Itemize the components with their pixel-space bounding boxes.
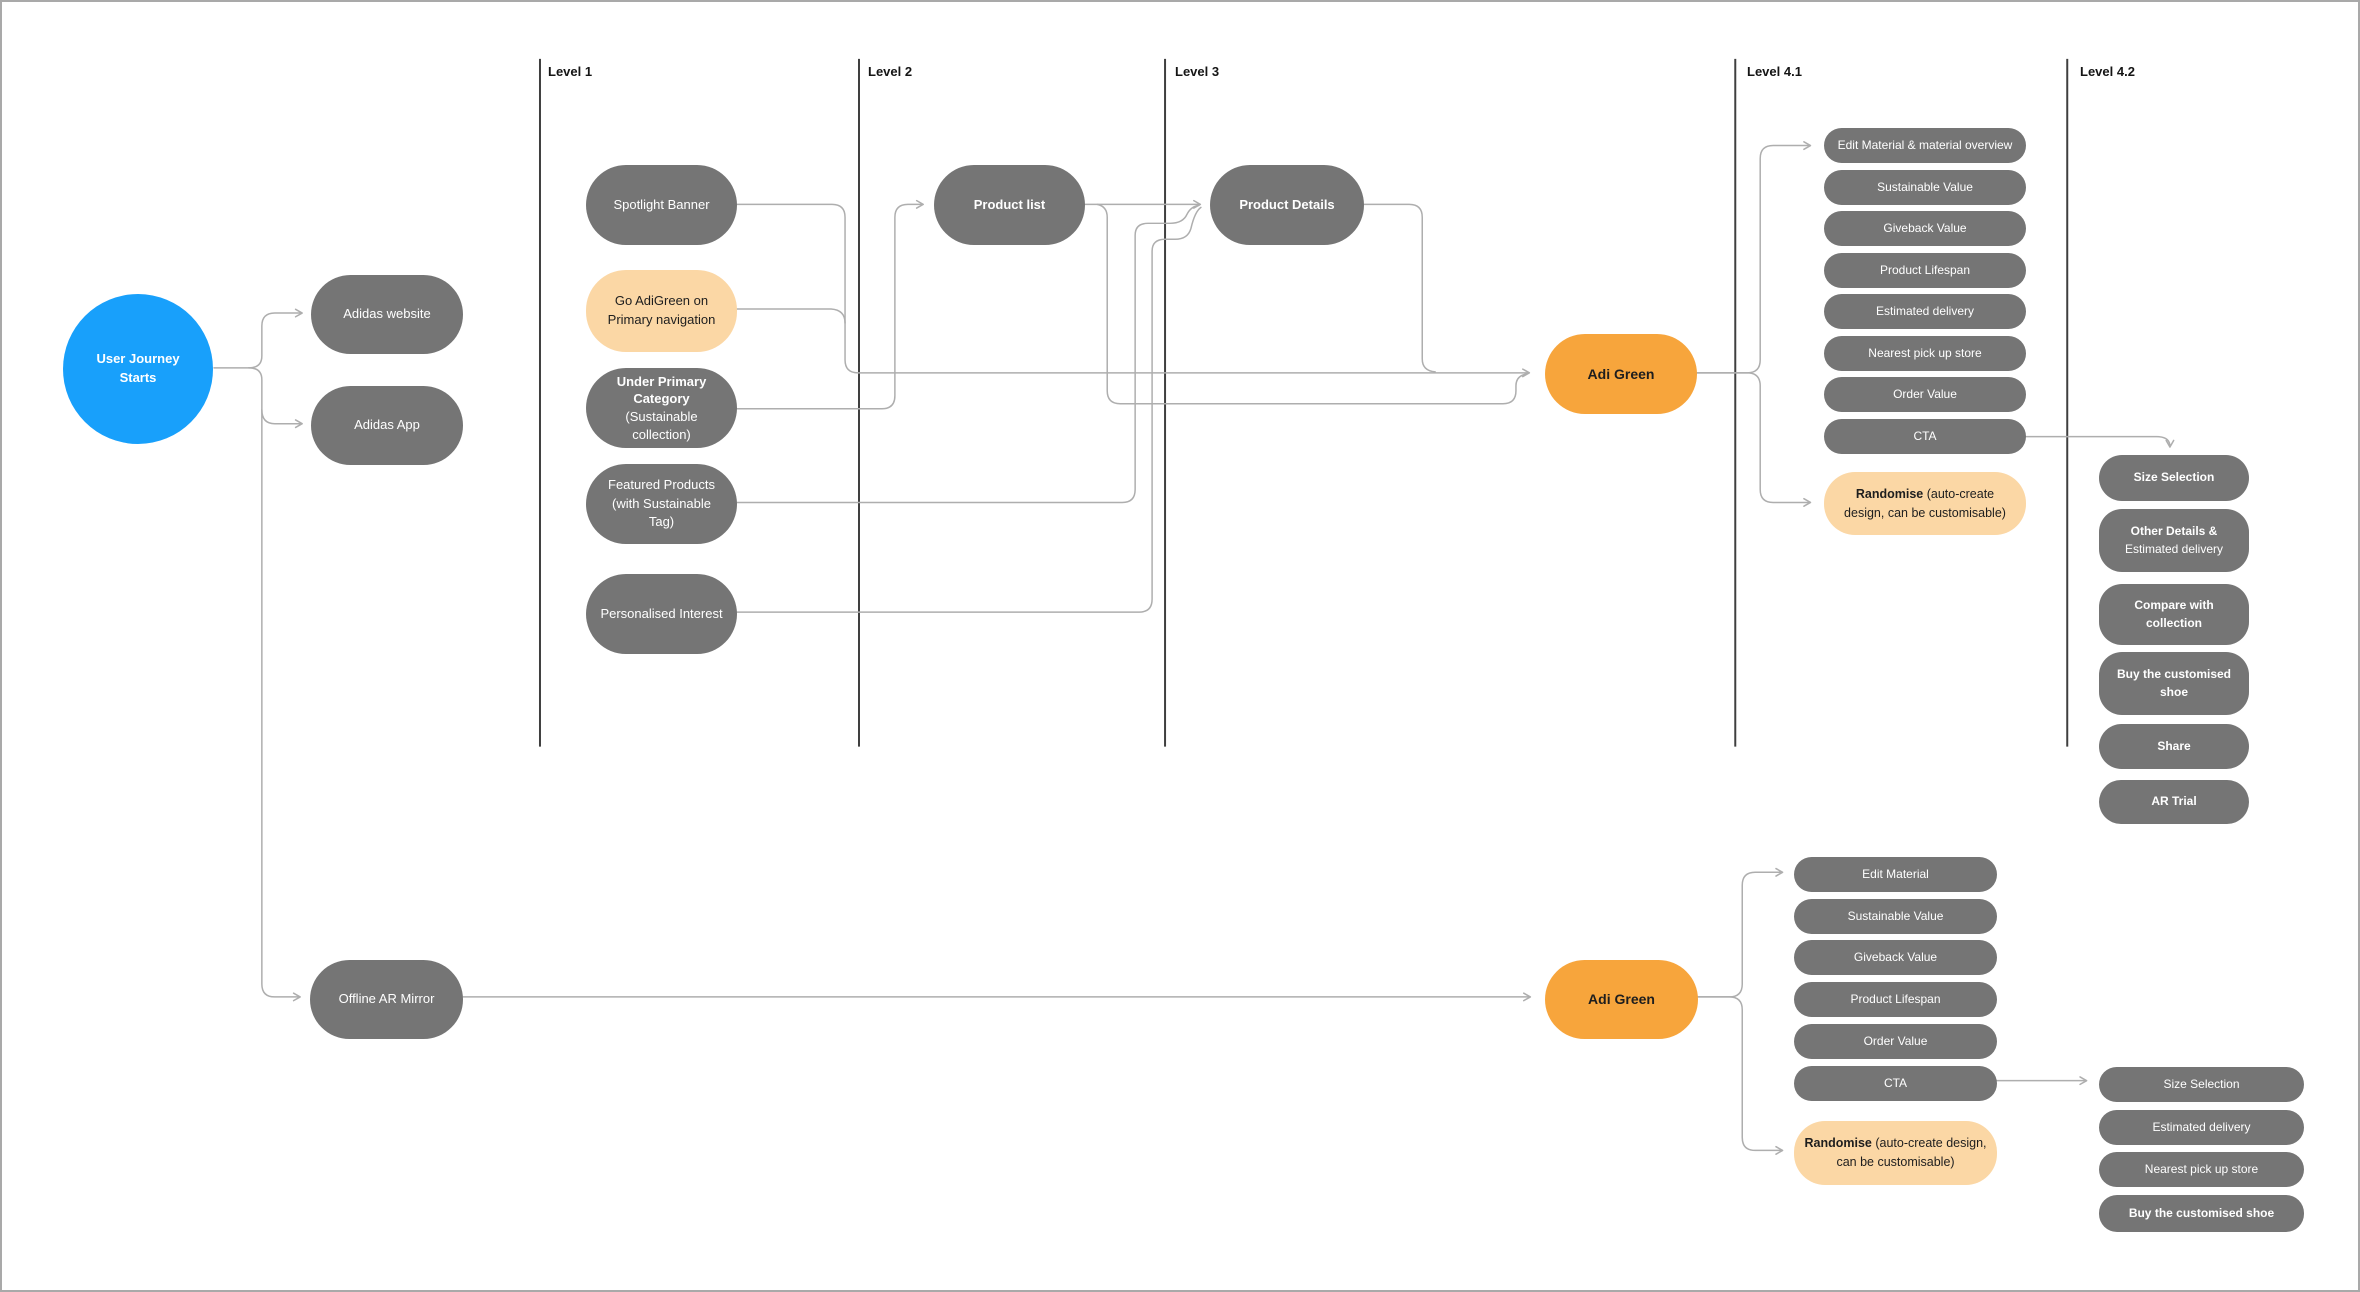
node-adi-green-top: Adi Green <box>1545 334 1697 414</box>
node-offline-ar-mirror: Offline AR Mirror <box>310 960 463 1039</box>
level-1-label: Level 1 <box>548 64 593 79</box>
node-featured-products: Featured Products (with Sustainable Tag) <box>586 464 737 544</box>
node-cta-bottom: CTA <box>1794 1066 1997 1101</box>
node-adidas-website: Adidas website <box>311 275 463 354</box>
node-user-journey-starts: User Journey Starts <box>63 294 213 444</box>
node-order-value: Order Value <box>1824 377 2026 412</box>
node-compare-with-collection: Compare with collection <box>2099 584 2249 645</box>
node-order-value-bottom: Order Value <box>1794 1024 1997 1059</box>
node-go-adigreen: Go AdiGreen on Primary navigation <box>586 270 737 352</box>
level-3-label: Level 3 <box>1175 64 1220 79</box>
node-product-list: Product list <box>934 165 1085 245</box>
node-product-lifespan: Product Lifespan <box>1824 253 2026 288</box>
node-share: Share <box>2099 724 2249 769</box>
node-buy-customised-shoe-bottom: Buy the customised shoe <box>2099 1195 2304 1232</box>
node-size-selection-bottom: Size Selection <box>2099 1067 2304 1102</box>
level-42-label: Level 4.2 <box>2080 64 2135 79</box>
node-ar-trial: AR Trial <box>2099 780 2249 824</box>
node-size-selection: Size Selection <box>2099 455 2249 501</box>
node-edit-material-bottom: Edit Material <box>1794 857 1997 892</box>
node-estimated-delivery: Estimated delivery <box>1824 294 2026 329</box>
level-41-label: Level 4.1 <box>1747 64 1802 79</box>
node-estimated-delivery-bottom: Estimated delivery <box>2099 1110 2304 1145</box>
node-under-primary-category: Under Primary Category(Sustainable colle… <box>586 368 737 448</box>
node-sustainable-value-bottom: Sustainable Value <box>1794 899 1997 934</box>
node-buy-customised-shoe: Buy the customised shoe <box>2099 652 2249 715</box>
node-randomise-bottom: Randomise (auto-create design, can be cu… <box>1794 1121 1997 1185</box>
node-sustainable-value: Sustainable Value <box>1824 170 2026 205</box>
level-divider-lines <box>538 58 2069 747</box>
node-nearest-pickup-bottom: Nearest pick up store <box>2099 1152 2304 1187</box>
node-adidas-app: Adidas App <box>311 386 463 465</box>
level-2-label: Level 2 <box>868 64 913 79</box>
node-nearest-pickup-store: Nearest pick up store <box>1824 336 2026 371</box>
node-other-details: Other Details &Estimated delivery <box>2099 509 2249 572</box>
node-spotlight-banner: Spotlight Banner <box>586 165 737 245</box>
node-product-details: Product Details <box>1210 165 1364 245</box>
node-giveback-value: Giveback Value <box>1824 211 2026 246</box>
node-giveback-value-bottom: Giveback Value <box>1794 940 1997 975</box>
node-cta: CTA <box>1824 419 2026 454</box>
node-product-lifespan-bottom: Product Lifespan <box>1794 982 1997 1017</box>
connectors <box>213 141 2175 1155</box>
node-edit-material-overview: Edit Material & material overview <box>1824 128 2026 163</box>
node-adi-green-bottom: Adi Green <box>1545 960 1698 1039</box>
node-randomise-top: Randomise (auto-create design, can be cu… <box>1824 472 2026 535</box>
node-personalised-interest: Personalised Interest <box>586 574 737 654</box>
